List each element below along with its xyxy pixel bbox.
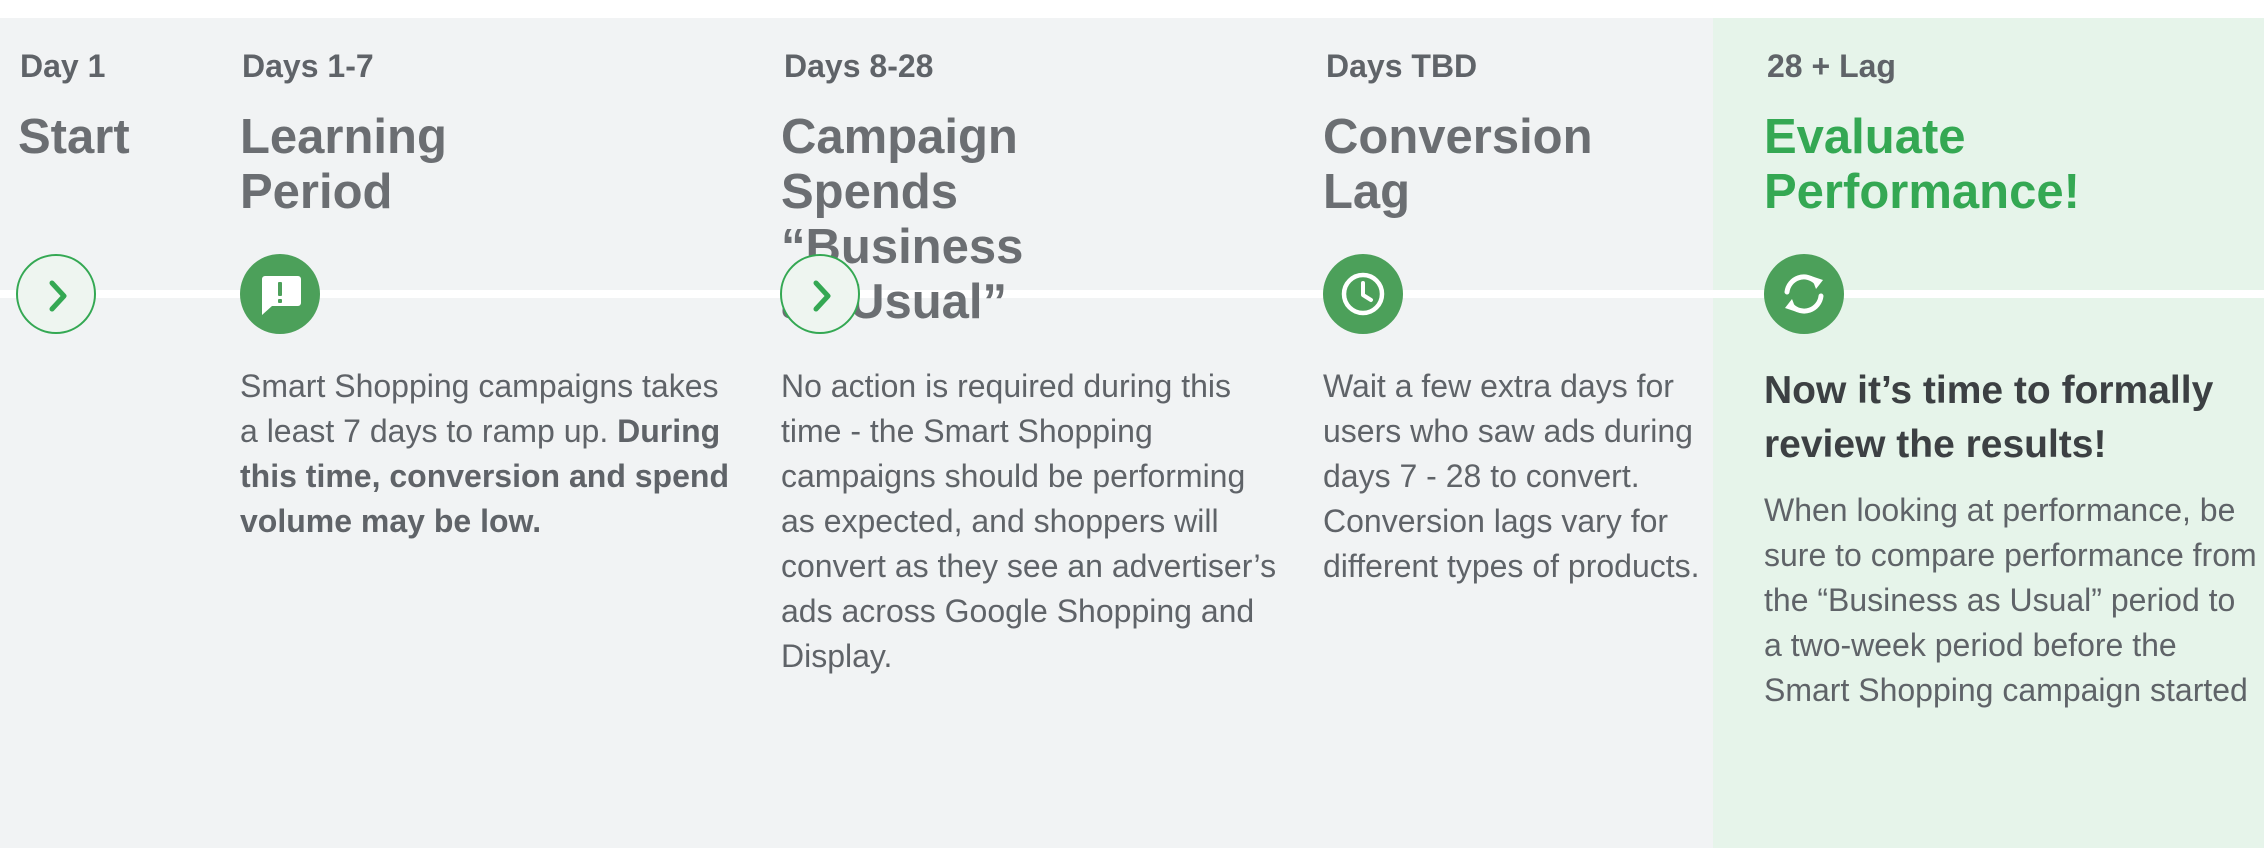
phase-title: Start: [18, 110, 130, 164]
timeline-line: [0, 290, 2264, 298]
phase-title: Evaluate Performance!: [1764, 110, 2080, 219]
phase-title: Learning Period: [240, 110, 447, 219]
clock-icon: [1323, 254, 1403, 334]
chevron-right-icon: [16, 254, 96, 334]
phase-title: Conversion Lag: [1323, 110, 1593, 219]
refresh-icon: [1764, 254, 1844, 334]
phase-day-label: Days 1-7: [242, 48, 374, 84]
evaluate-highlight-panel: [1713, 18, 2264, 848]
phase-day-label: 28 + Lag: [1767, 48, 1896, 84]
phase-description: Wait a few extra days for users who saw …: [1323, 368, 1700, 584]
phase-description: Smart Shopping campaigns takes a least 7…: [240, 364, 740, 544]
phase-day-label: Days 8-28: [784, 48, 934, 84]
phase-description: No action is required during this time -…: [781, 368, 1277, 674]
description-bold-text: During this time, conversion and spend v…: [240, 413, 729, 539]
phase-description: When looking at performance, be sure to …: [1764, 492, 2257, 708]
description-text: Smart Shopping campaigns takes a least 7…: [240, 368, 719, 449]
phase-day-label: Days TBD: [1326, 48, 1478, 84]
phase-day-label: Day 1: [20, 48, 106, 84]
evaluate-heading: Now it’s time to formally review the res…: [1764, 369, 2214, 466]
chevron-right-icon: [780, 254, 860, 334]
feedback-alert-icon: [240, 254, 320, 334]
phase-title: Campaign Spends “Business as Usual”: [781, 110, 1024, 329]
